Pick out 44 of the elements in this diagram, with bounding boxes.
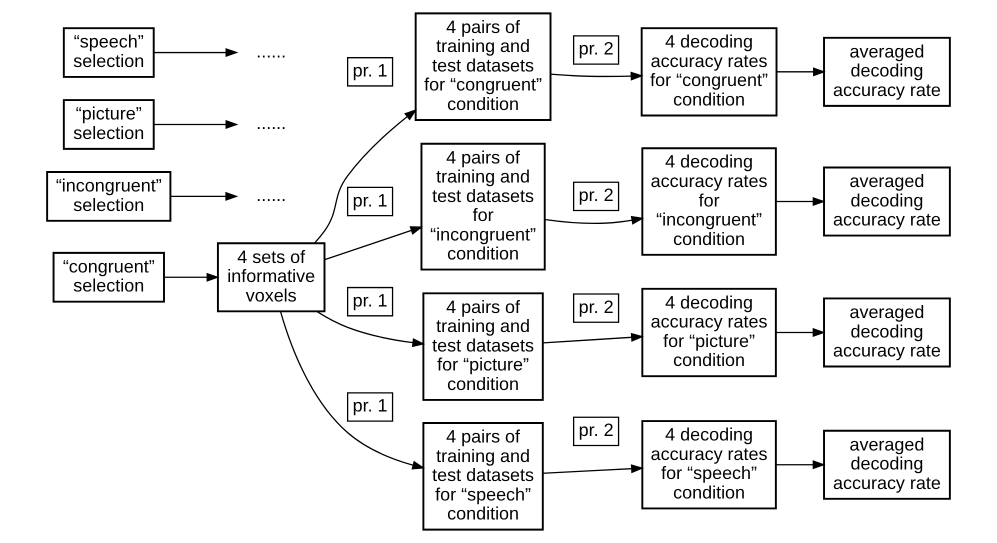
node-box: 4 sets of informative voxels [216,242,326,312]
arrow [550,72,644,81]
arrow [776,460,826,470]
node-box: pr. 2 [572,416,620,446]
arrow [543,332,644,344]
node-box: pr. 1 [346,392,394,422]
node-box: “congruent” selection [52,252,165,303]
node-text: ...... [256,113,286,134]
node-box: pr. 2 [572,35,620,65]
node-text: ...... [256,41,286,62]
node-box: averaged decoding accuracy rate [823,298,951,368]
arrow [316,310,426,348]
arrow [170,192,238,201]
node-box: averaged decoding accuracy rate [823,36,951,107]
arrow [154,120,238,129]
arrow [543,464,644,474]
arrow [154,48,238,58]
node-box: pr. 1 [346,286,394,316]
node-box: 4 pairs of training and test datasets for “speech” condition [422,422,544,531]
arrow [544,216,644,225]
arrow [314,109,418,244]
node-box: 4 decoding accuracy rates for “incongruent” condition [641,147,777,256]
node-box: 4 decoding accuracy rates for “speech” condition [641,420,777,510]
node-box: averaged decoding accuracy rate [823,166,951,236]
node-box: “speech” selection [62,27,155,78]
node-box: pr. 2 [572,182,620,212]
node-box: “incongruent” selection [46,171,172,222]
arrow [776,328,826,337]
arrow [164,272,220,282]
arrow [324,226,424,260]
node-box: 4 pairs of training and test datasets for “picture” condition [422,292,544,401]
node-box: “picture” selection [62,99,155,150]
node-box: averaged decoding accuracy rate [823,430,951,500]
node-box: 4 pairs of training and test datasets for “congruent” condition [414,12,552,121]
node-box: 4 decoding accuracy rates for “congruent” condition [640,27,778,116]
node-box: pr. 2 [572,293,620,323]
node-box: 4 pairs of training and test datasets for “incongruent” condition [420,142,546,271]
arrow [776,197,826,206]
arrow [776,67,826,76]
arrow [280,311,426,470]
node-text: ...... [256,185,286,206]
node-box: 4 decoding accuracy rates for “picture” condition [641,288,777,378]
node-box: pr. 1 [346,186,394,216]
node-box: pr. 1 [346,57,394,87]
